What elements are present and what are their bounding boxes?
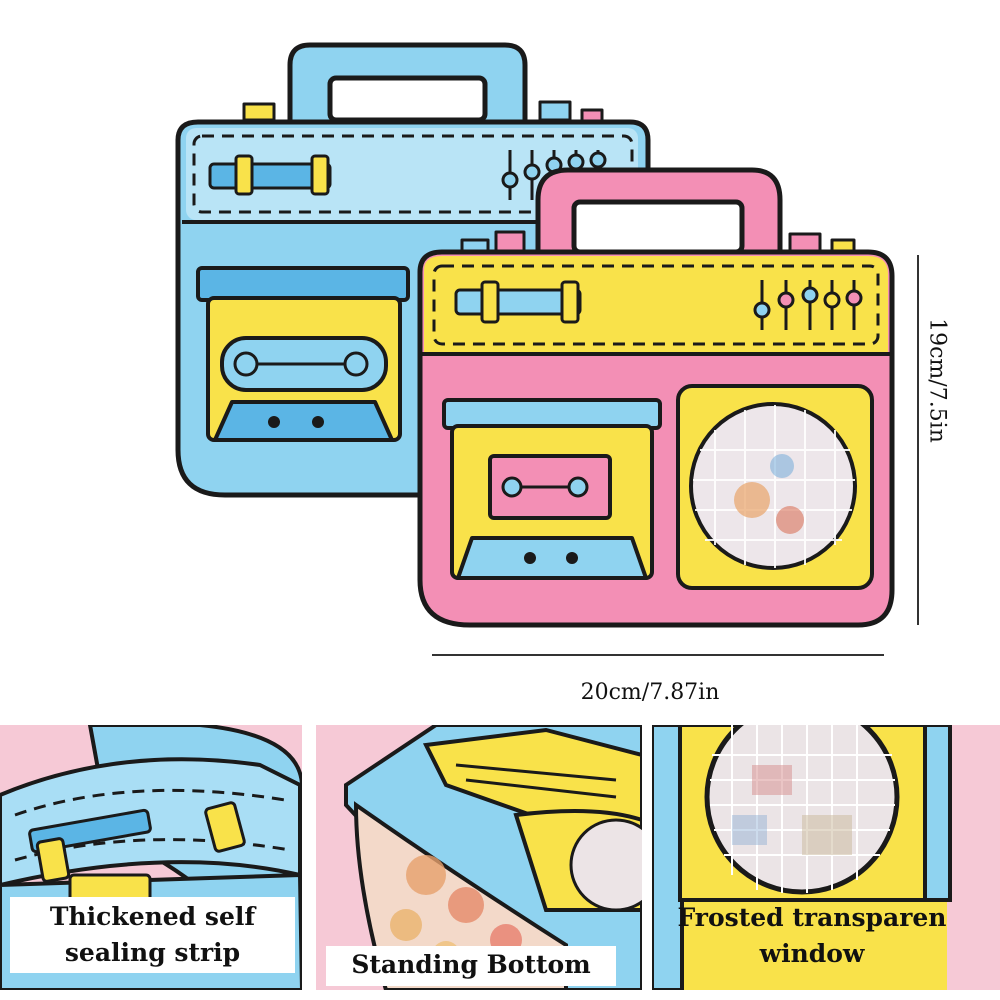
caption-line: sealing strip <box>64 938 241 967</box>
product-illustration <box>175 42 919 656</box>
feature-photo-frosted-window <box>652 725 1000 990</box>
caption-line: Frosted transparen <box>677 903 947 932</box>
pink-bag <box>417 167 895 628</box>
caption-standing-bottom: Standing Bottom <box>326 946 616 986</box>
caption-line: window <box>759 939 865 968</box>
height-label: 19cm/7.5in <box>924 318 950 443</box>
width-label: 20cm/7.87in <box>580 680 720 705</box>
caption-line: Thickened self <box>49 902 256 931</box>
caption-frosted-window: Frosted transparen window <box>652 900 972 972</box>
feature-photo-standing-bottom <box>316 725 642 990</box>
caption-sealing-strip: Thickened self sealing strip <box>10 897 295 973</box>
